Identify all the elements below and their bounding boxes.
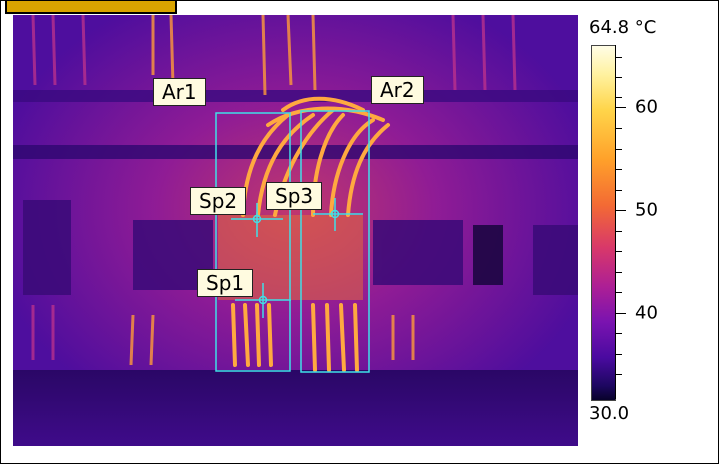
area-ar2-box [300,110,370,373]
color-bar [591,45,616,401]
thermal-picture [13,15,578,446]
temperature-scale: 64.8 °C 60 50 40 30.0 [579,15,719,446]
area-label-ar2[interactable]: Ar2 [371,76,424,104]
scale-ticks [615,45,630,399]
spot-label-sp1[interactable]: Sp1 [197,269,254,297]
title-tab [5,1,177,14]
scale-tick-50: 50 [635,199,658,221]
spot-label-sp2[interactable]: Sp2 [190,187,247,215]
scale-tick-40: 40 [635,302,658,324]
thermal-image: Ar1 Ar2 Sp2 Sp3 Sp1 [13,15,578,446]
scale-max-label: 64.8 °C [589,17,657,38]
area-label-ar1[interactable]: Ar1 [153,78,206,106]
area-ar1-box [215,112,291,372]
spot-label-sp3[interactable]: Sp3 [266,182,323,210]
scale-min-label: 30.0 [589,403,630,424]
scale-tick-60: 60 [635,96,658,118]
